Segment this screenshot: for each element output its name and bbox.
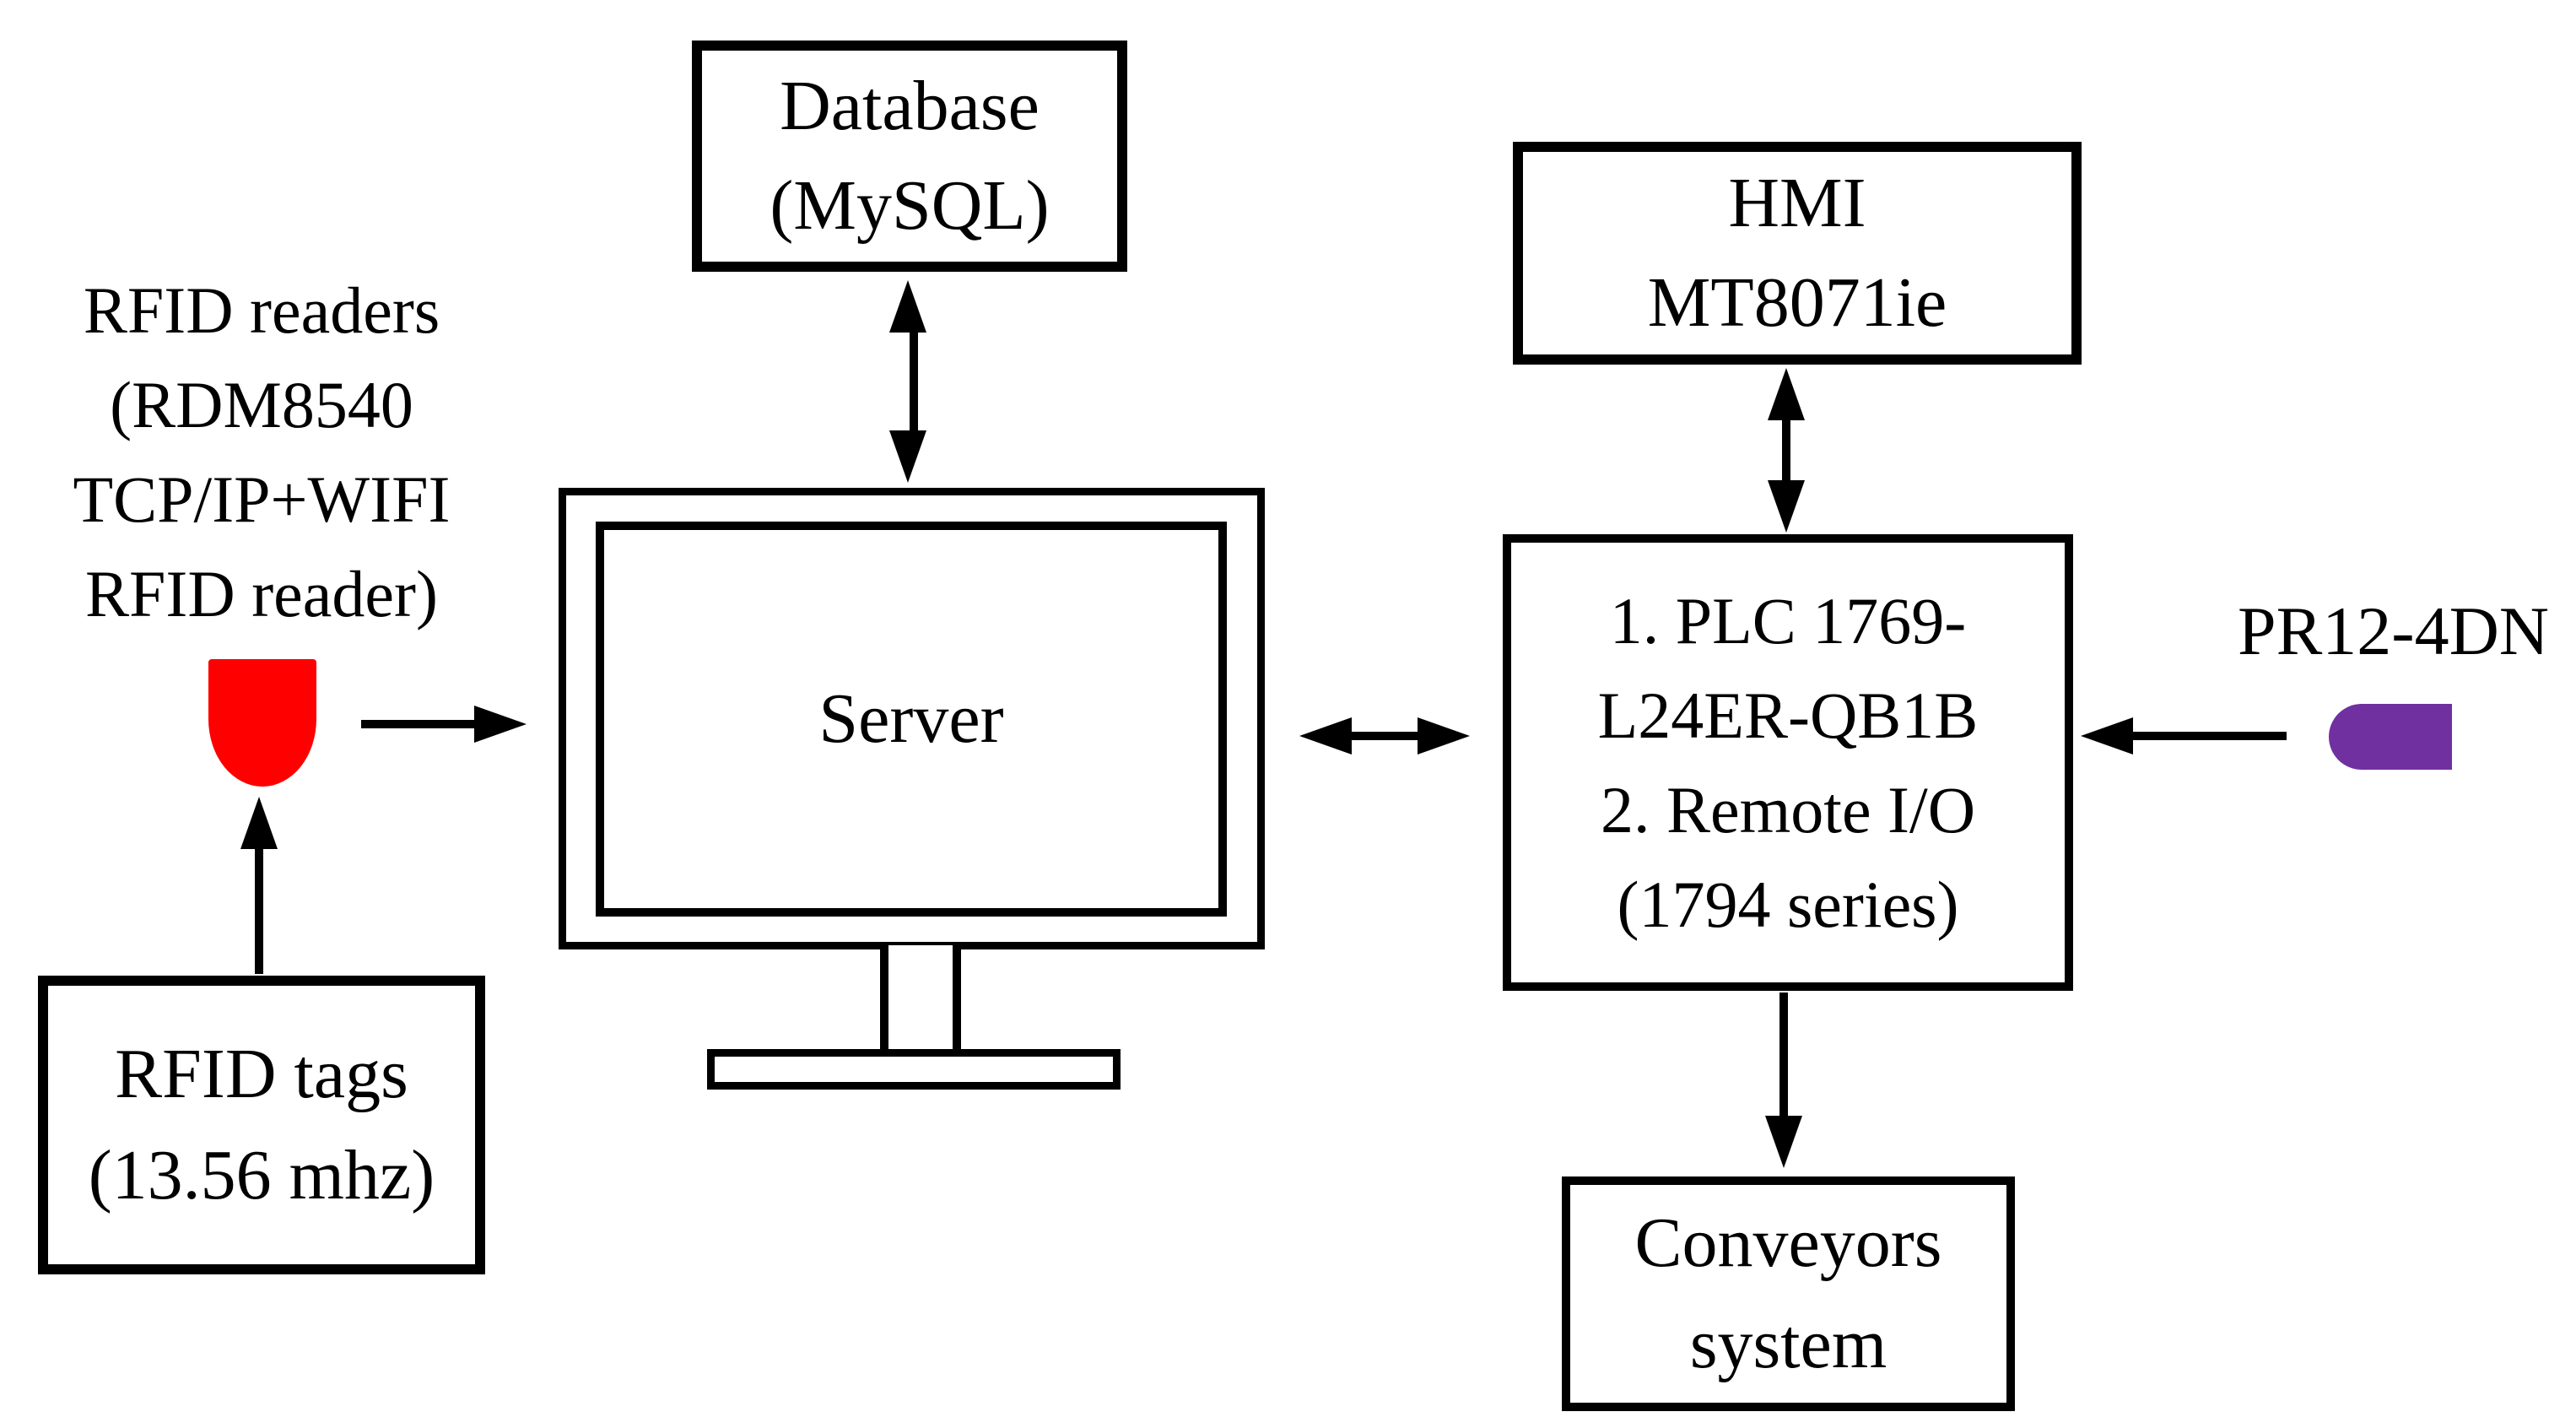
rfid-readers-line1: RFID readers <box>83 273 440 347</box>
proximity-sensor-icon <box>2329 704 2452 770</box>
arrow-shaft <box>255 844 263 974</box>
conveyors-label-line1: Conveyors <box>1634 1204 1942 1282</box>
rfid-readers-label: RFID readers (RDM8540 TCP/IP+WIFI RFID r… <box>8 263 515 641</box>
arrowhead-up-icon <box>889 280 926 333</box>
rfid-tags-node: RFID tags (13.56 mhz) <box>38 976 485 1274</box>
arrow-shaft <box>1782 414 1790 486</box>
arrowhead-up-icon <box>240 797 278 849</box>
rfid-reader-icon <box>208 659 316 787</box>
plc-label-line4: (1794 series) <box>1617 867 1959 941</box>
arrowhead-up-icon <box>1768 368 1805 420</box>
arrowhead-right-icon <box>474 706 527 743</box>
arrow-shaft <box>910 326 918 435</box>
rfid-readers-line3: TCP/IP+WIFI <box>73 462 451 536</box>
hmi-label-line2: MT8071ie <box>1647 263 1947 342</box>
conveyors-label-line2: system <box>1689 1305 1887 1383</box>
monitor-stand-base <box>707 1049 1121 1090</box>
rfid-tags-label-line2: (13.56 mhz) <box>88 1136 435 1214</box>
rfid-readers-line2: (RDM8540 <box>110 368 413 441</box>
plc-node: 1. PLC 1769- L24ER-QB1B 2. Remote I/O (1… <box>1503 534 2073 991</box>
monitor-stand-neck <box>880 945 961 1052</box>
pr12-4dn-label: PR12-4DN <box>2237 592 2550 669</box>
arrowhead-left-icon <box>2081 717 2133 755</box>
rfid-tags-label-line1: RFID tags <box>115 1035 408 1113</box>
arrowhead-left-icon <box>1299 717 1352 755</box>
hmi-node: HMI MT8071ie <box>1513 142 2082 365</box>
database-node: Database (MySQL) <box>692 41 1127 272</box>
conveyors-node: Conveyors system <box>1562 1176 2015 1411</box>
arrowhead-right-icon <box>1418 717 1470 755</box>
arrow-shaft <box>361 720 479 728</box>
arrow-shaft <box>2130 732 2287 740</box>
database-label-line2: (MySQL) <box>770 166 1050 245</box>
arrowhead-down-icon <box>889 430 926 483</box>
plc-label-line2: L24ER-QB1B <box>1597 678 1979 752</box>
arrow-shaft <box>1779 993 1788 1119</box>
arrowhead-down-icon <box>1765 1116 1802 1168</box>
database-label-line1: Database <box>780 67 1040 145</box>
plc-label-line3: 2. Remote I/O <box>1600 772 1976 847</box>
arrowhead-down-icon <box>1768 480 1805 533</box>
plc-label-line1: 1. PLC 1769- <box>1609 583 1967 657</box>
hmi-label-line1: HMI <box>1728 164 1866 242</box>
server-node: Server <box>596 522 1227 917</box>
rfid-readers-line4: RFID reader) <box>85 557 438 630</box>
server-label: Server <box>818 679 1004 758</box>
arrow-shaft <box>1347 732 1424 740</box>
